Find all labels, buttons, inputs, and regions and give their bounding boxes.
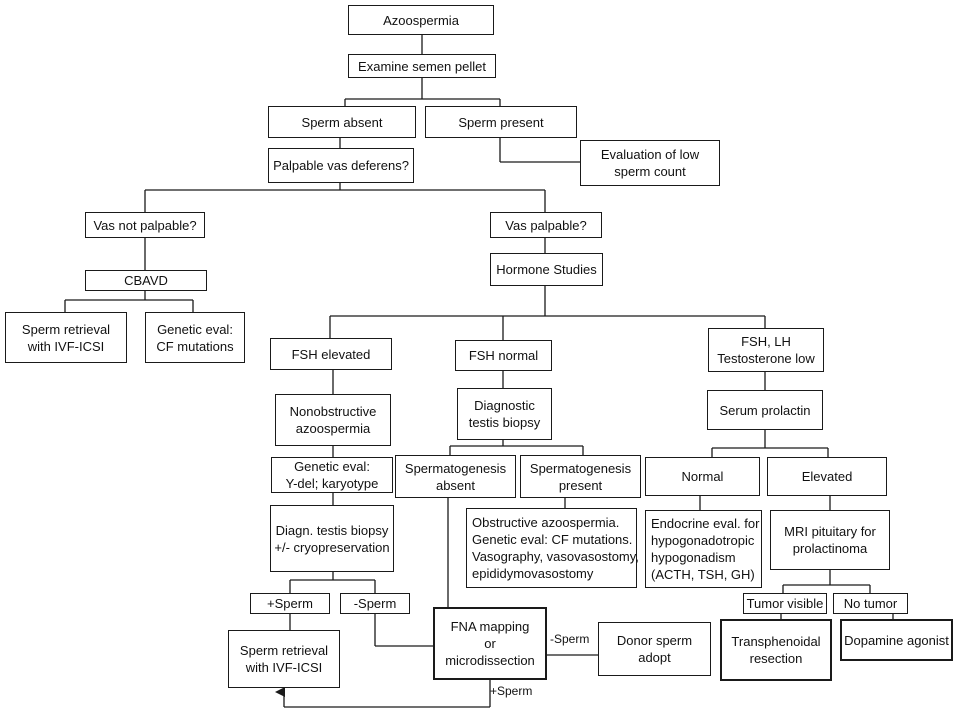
node-text-line: resection [749, 651, 803, 666]
plus-sperm-box: +Sperm [250, 593, 330, 614]
node-text-line: Testosterone low [717, 351, 815, 366]
node-text-line: +/- cryopreservation [274, 539, 390, 555]
node-text-line: adopt [638, 650, 671, 665]
node-text-line: Sperm retrieval [239, 643, 329, 658]
donor-sperm-box: Donor sperm adopt [598, 622, 711, 676]
node-text-line: prolactinoma [792, 541, 868, 556]
node-text-line: Donor sperm [616, 633, 693, 648]
node-text-line: Dopamine agonist [844, 632, 949, 648]
node-text-line: (ACTH, TSH, GH) [651, 567, 755, 582]
node-text-line: Sperm absent [301, 114, 383, 130]
node-text-line: CF mutations [156, 338, 234, 354]
transphenoidal-box: Transphenoidal resection [720, 619, 832, 681]
node-text-line: Palpable vas deferens? [273, 158, 409, 173]
tumor-visible-box: Tumor visible [743, 593, 827, 614]
node-text-line: FSH elevated [291, 346, 371, 362]
node-text-line: Sperm present [458, 114, 544, 130]
node-text-line: Diagn. testis biopsy [275, 522, 389, 538]
node-text-line: epididymovasostomy [472, 566, 594, 581]
node-text-line: Tumor visible [746, 596, 824, 611]
node-text-line: FNA mapping [450, 619, 530, 634]
node-text-line: Nonobstructive [289, 404, 377, 419]
node-text-line: Elevated [801, 469, 853, 484]
node-text-line: No tumor [843, 596, 898, 611]
vas-palpable-box: Vas palpable? [490, 212, 602, 238]
node-text-line: Evaluation of low [600, 147, 700, 162]
genetic-cf-left-box: Genetic eval:CF mutations [145, 312, 245, 363]
node-text-line: +Sperm [267, 596, 313, 611]
fsh-elevated-box: FSH elevated [270, 338, 392, 370]
node-text-line: with IVF-ICSI [245, 660, 323, 675]
node-text-line: Hormone Studies [496, 262, 597, 277]
minus-sperm-box: -Sperm [340, 593, 410, 614]
node-text-line: Endocrine eval. for [651, 516, 760, 531]
node-text-line: or [484, 636, 496, 651]
node-text-line: Examine semen pellet [358, 58, 486, 74]
node-text-line: testis biopsy [468, 415, 541, 430]
fsh-normal-box: FSH normal [455, 340, 552, 371]
node-text-line: Vasography, vasovasostomy, [472, 549, 639, 564]
fna-mapping-box: FNA mapping or microdissection [433, 607, 547, 680]
node-text-line: sperm count [614, 164, 686, 179]
diagn-biopsy-cryo-box: Diagn. testis biopsy+/- cryopreservation [270, 505, 394, 572]
node-text-line: Spermatogenesis [404, 460, 507, 476]
fsh-lh-low-box: FSH, LH Testosterone low [708, 328, 824, 372]
hormone-studies-box: Hormone Studies [490, 253, 603, 286]
mri-pituitary-box: MRI pituitary for prolactinoma [770, 510, 890, 570]
sperm-retrieval-bottom-box: Sperm retrieval with IVF-ICSI [228, 630, 340, 688]
node-text-line: Genetic eval: [294, 459, 370, 474]
node-text-line: Vas palpable? [505, 217, 587, 233]
edge-label-plus-sperm: +Sperm [490, 684, 533, 698]
dopamine-agonist-box: Dopamine agonist [840, 619, 953, 661]
node-text-line: hypogonadism [651, 550, 736, 565]
node-text-line: Genetic eval: [157, 321, 233, 337]
node-text-line: Vas not palpable? [93, 217, 197, 233]
node-text-line: Normal [681, 469, 724, 484]
examine-semen-pellet-box: Examine semen pellet [348, 54, 496, 78]
node-text-line: Azoospermia [383, 12, 459, 28]
node-text-line: Spermatogenesis [529, 460, 632, 476]
obstructive-azoospermia-box: Obstructive azoospermia. Genetic eval: CF… [466, 508, 639, 588]
prolactin-normal-box: Normal [645, 457, 760, 496]
node-text-line: Genetic eval: CF mutations. [472, 532, 633, 547]
node-text-line: Obstructive azoospermia. [472, 515, 620, 530]
node-text-line: present [558, 477, 603, 493]
vas-not-palpable-box: Vas not palpable? [85, 212, 205, 238]
low-sperm-count-box: Evaluation of low sperm count [580, 140, 720, 186]
node-text-line: Diagnostic [474, 398, 535, 413]
node-text-line: Transphenoidal [731, 634, 821, 649]
prolactin-elevated-box: Elevated [767, 457, 887, 496]
edge-label-minus-sperm: -Sperm [550, 632, 590, 646]
node-text-line: CBAVD [124, 273, 168, 288]
node-text-line: with IVF-ICSI [27, 338, 105, 354]
node-text-line: FSH, LH [741, 334, 791, 349]
node-text-line: Y-del; karyotype [285, 476, 379, 491]
palpable-vas-box: Palpable vas deferens? [268, 148, 414, 183]
node-text-line: MRI pituitary for [784, 524, 876, 539]
endocrine-eval-box: Endocrine eval. for hypogonadotropic hypog… [645, 510, 762, 588]
node-text-line: microdissection [445, 653, 535, 668]
node-text-line: Sperm retrieval [21, 321, 111, 337]
sperm-present-box: Sperm present [425, 106, 577, 138]
azoospermia-box: Azoospermia [348, 5, 494, 35]
node-text-line: azoospermia [295, 421, 371, 436]
genetic-ydel-box: Genetic eval: Y-del; karyotype [271, 457, 393, 493]
cbavd-box: CBAVD [85, 270, 207, 291]
serum-prolactin-box: Serum prolactin [707, 390, 823, 430]
diagnostic-biopsy-box: Diagnostic testis biopsy [457, 388, 552, 440]
node-text-line: hypogonadotropic [651, 533, 755, 548]
no-tumor-box: No tumor [833, 593, 908, 614]
sperm-absent-box: Sperm absent [268, 106, 416, 138]
node-text-line: -Sperm [353, 596, 397, 611]
node-text-line: Serum prolactin [719, 402, 811, 418]
node-text-line: FSH normal [468, 348, 539, 363]
nonobstructive-box: Nonobstructive azoospermia [275, 394, 391, 446]
node-text-line: absent [435, 477, 476, 493]
